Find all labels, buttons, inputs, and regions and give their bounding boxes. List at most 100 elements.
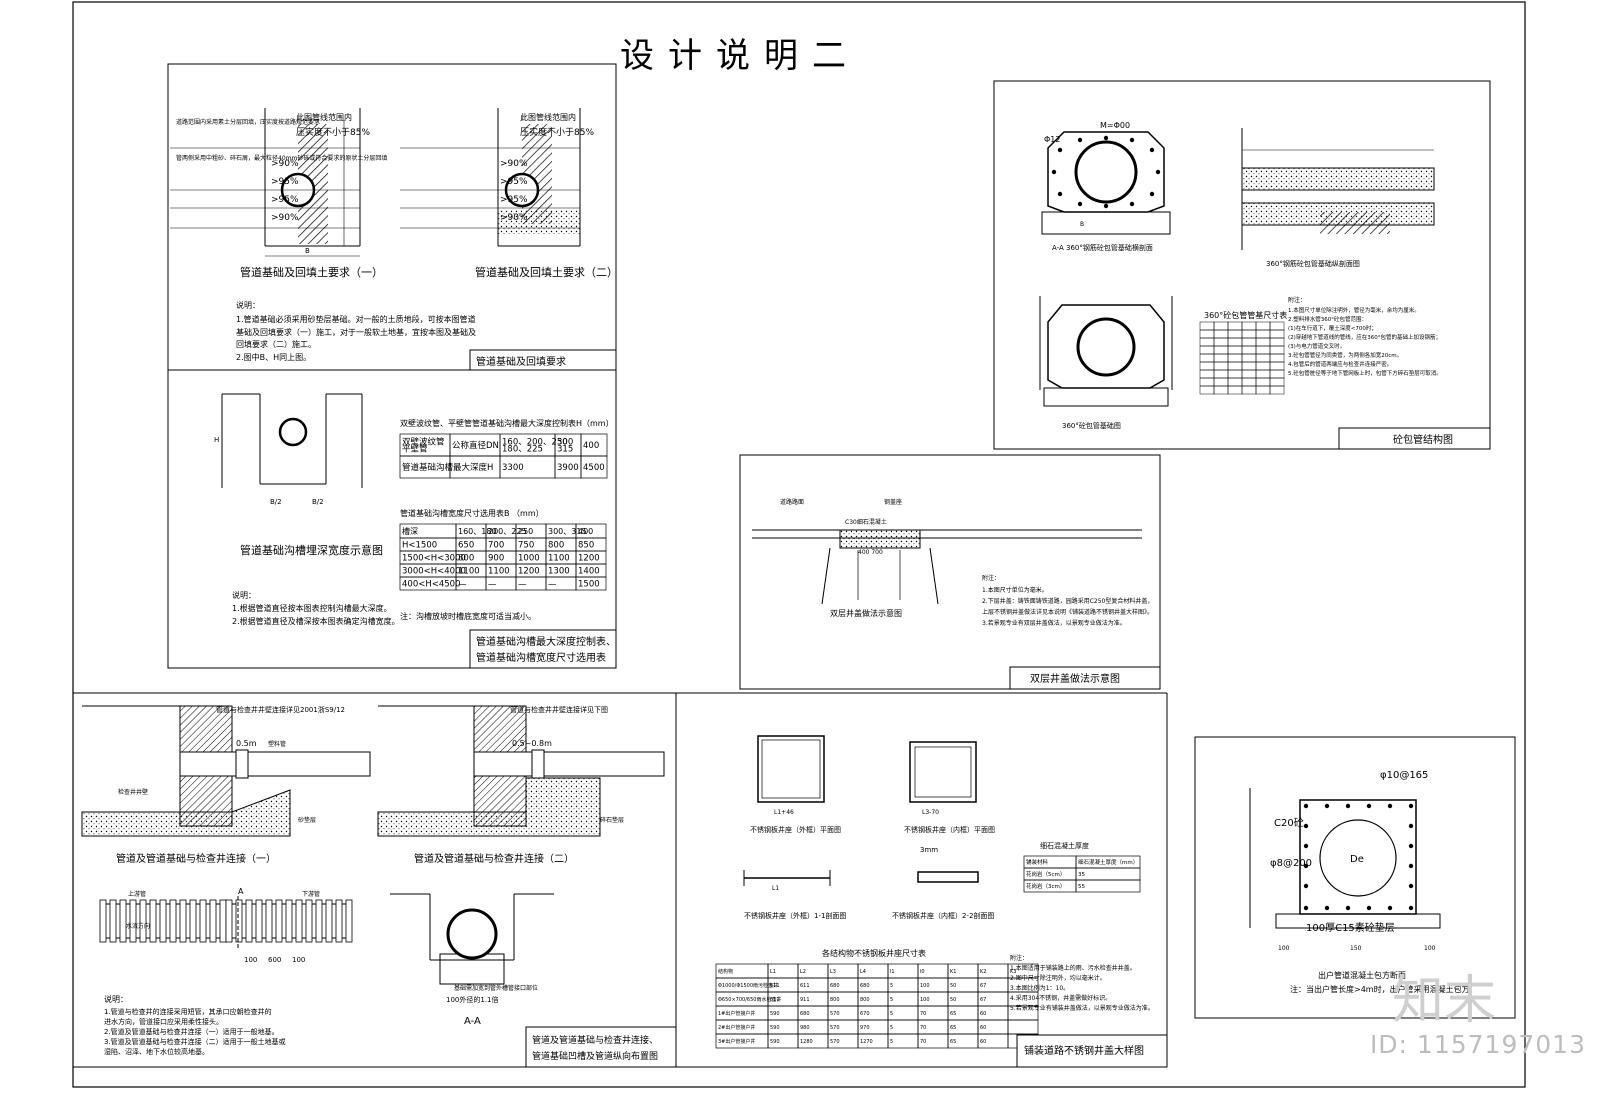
concrete-note: 1.本图尺寸单位除注明外，管径为毫米，余均为厘米。 [1288,306,1420,314]
steel-table-cell: 800 [860,997,870,1003]
concrete-notes-title: 附注： [1288,296,1306,304]
pipe-rib [275,899,283,943]
pct-90-2: >90% [500,159,528,169]
steel-table-cell: 590 [770,1039,780,1045]
concrete-note: 2.塑料排水管360°砼包管范围： [1288,315,1367,323]
steel-table-cell: 67 [980,983,986,989]
label-a: A [238,887,244,896]
pipe-rib [335,899,343,943]
steel-table-cell: Φ650×700/650雨水检查井 [718,996,781,1003]
steel-table-cell: 70 [920,1011,926,1017]
steel-table-cell: 70 [920,1025,926,1031]
steel-table-title: 各结构物不锈钢板井座尺寸表 [822,948,926,958]
table2-title: 管道基础沟槽宽度尺寸选用表B （mm） [400,508,544,518]
panel-concrete-wrap: B Φ12 M=Φ00 A-A 360°钢筋砼包管基础横剖面 360°砼包管基础… [993,80,1491,450]
outlet-dim-0: 100 [1278,945,1290,952]
steel-note: 1.本图适用于铺装路上的雨、污水检查井井盖。 [1010,964,1136,972]
steel-table-cell: 65 [950,1011,956,1017]
thickness-table-cell: 35 [1078,872,1085,878]
label-c15: 100厚C15素砼垫层 [1306,921,1395,934]
width-table-cell: 800 [458,553,474,563]
dim-b2b: B/2 [312,498,324,506]
pipe-rib [305,899,313,943]
notes-title: 说明： [236,300,260,310]
pipe-rib [109,899,117,943]
label-cover: 钢盖座 [884,498,902,506]
manhole-note: 1.管道与检查井的连接采用短管，其承口应朝检查井的 [104,1007,272,1016]
dim-l146: L1+46 [774,809,794,816]
steel-cap3: 不锈钢板井座（外框）1-1剖面图 [744,911,846,920]
depth-table-cell: 双壁波纹管 [402,436,445,447]
label-c30: C30细石混凝土 [845,518,887,526]
steel-table-cell: 70 [920,1039,926,1045]
label-well: 检查井井壁 [118,788,148,796]
outlet-dot [1345,803,1351,809]
steel-table-cell: 60 [980,1025,986,1031]
cover-notes: 1.本图尺寸单位为毫米。2.下层井盖：铸铁面铸铁道路，园路采用C250型复合材料… [982,586,1153,627]
width-table-cell: 1500 [578,579,600,589]
depth-table-cell: 160、200、250 [502,437,568,447]
rebar-dot [1155,169,1161,175]
caption-trench: 管道基础沟槽埋深宽度示意图 [240,543,383,557]
steel-table-cell: L2 [800,969,806,975]
width-table-cell: 750 [518,540,534,550]
steel-table-cell: 590 [770,1025,780,1031]
steel-table-cell: 980 [800,1025,810,1031]
label-sand: 砂垫层 [298,816,316,824]
width-table-cell: 1200 [578,553,600,563]
pct-95b: >95% [271,195,299,205]
pct-90: >90% [271,159,299,169]
manhole-note: 湿陷、沼泽、地下水位较高地基。 [104,1047,209,1056]
section-aa: A-A [464,1016,481,1027]
pipe-rib [209,899,217,943]
pipe-rib [139,899,147,943]
caption-concrete-c: 360°钢筋砼包管基础纵剖面图 [1266,259,1360,268]
steel-table-cell: 50 [950,983,956,989]
steel-table-cell: 680 [860,983,870,989]
steel-table-cell: 800 [830,997,840,1003]
foundation-detail-2 [400,108,581,247]
dim-l1: L1 [772,885,779,892]
steel-table-cell: L4 [860,969,866,975]
steel-table-cell: 911 [800,997,810,1003]
steel-table-cell: 590 [770,1011,780,1017]
outlet-dot [1324,905,1330,911]
label-pipe: 塑料管 [268,740,286,748]
outlet-dot [1408,843,1414,849]
steel-note: 2.图中尺寸除注明外，均以毫米计。 [1010,974,1106,982]
steel-table-cell: 1#出户管接户井 [718,1010,755,1017]
pipe-rib [149,899,157,943]
pipe-rib [169,899,177,943]
note-2: 2.图中B、H同上图。 [236,352,311,362]
pipe-rib [315,899,323,943]
width-table-cell: 850 [578,540,594,550]
pct-90b-2: >90% [500,213,528,223]
outlet-dot [1303,823,1309,829]
label-phi8: φ8@200 [1270,858,1312,869]
panel-outlet: φ10@165 C20砼 φ8@200 De 100厚C15素砼垫层 100 1… [1194,736,1516,1019]
label-sand: 管两侧采用中粗砂、碎石屑，最大粒径40mm砂砾或符合要求的原状土分层回填 [176,154,387,162]
outlet-rebar [1303,803,1414,911]
steel-table-cell: 5 [890,997,893,1003]
concrete-notes: 1.本图尺寸单位除注明外，管径为毫米，余均为厘米。2.塑料排水管360°砼包管范… [1288,306,1442,377]
foundation-detail-1 [170,108,361,257]
manhole-note: 2.管道及管道基础与检查井连接（一）适用于一般地基。 [104,1027,279,1036]
panel-manhole: 管道与检查井井壁连接详见2001浙S9/12 0.5m 塑料管 检查井井壁 砂垫… [72,692,1168,1068]
corrugated-pipes [99,896,353,950]
caption-concrete-b: 360°砼包管基础图 [1062,421,1121,430]
width-table-cell: — [458,579,467,589]
label-de: De [1350,854,1364,865]
note-1c: 回填要求（二）施工。 [236,339,316,349]
dim-h: H [214,436,219,444]
footer-trench-1: 管道基础沟槽最大深度控制表、 [476,635,616,648]
steel-table-cell: 611 [770,983,780,989]
thickness-table-cell: 细石混凝土厚度（mm） [1078,858,1138,866]
concrete-note: (1)在车行道下，覆土深度<700时； [1288,324,1377,332]
outlet-dot [1303,803,1309,809]
width-table-cell: 1400 [578,566,600,576]
steel-cap2: 不锈钢板井座（内框）平面图 [904,825,995,834]
dim-100a: 100 [244,956,257,964]
pipe-rib [129,899,137,943]
thickness-table-cell: 铺装材料 [1026,858,1049,866]
